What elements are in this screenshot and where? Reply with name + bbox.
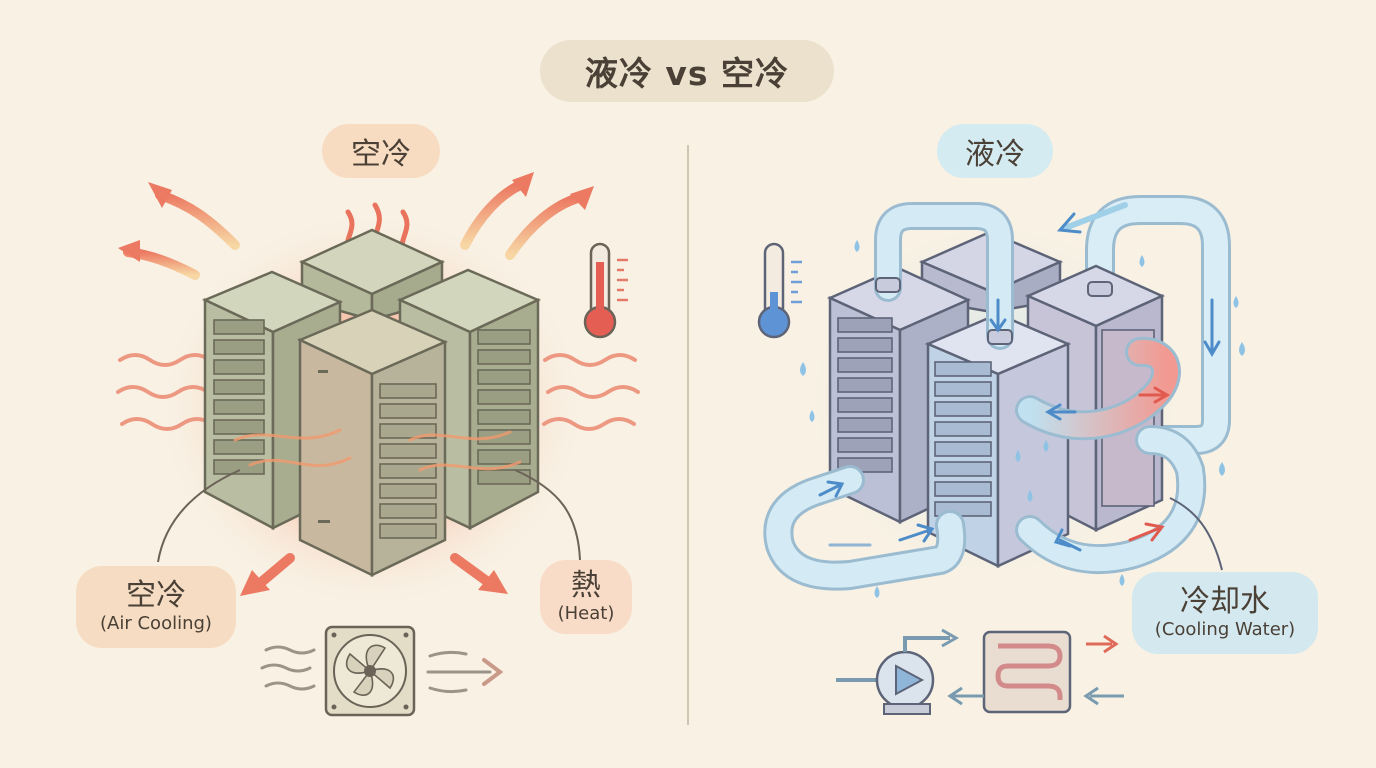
heat-callout: 熱 (Heat) (540, 560, 632, 634)
pipe-connectors (875, 277, 1113, 345)
pump-icon (836, 628, 960, 715)
heat-callout-sub: (Heat) (557, 603, 615, 624)
cooling-water-callout: 冷却水 (Cooling Water) (1132, 572, 1318, 654)
heat-streaks (233, 428, 522, 472)
fan-icon (260, 625, 504, 717)
top-pipes (874, 202, 1014, 350)
water-callout-sub: (Cooling Water) (1154, 619, 1296, 640)
air-rack-back (298, 228, 446, 322)
page-title: 液冷 vs 空冷 (540, 40, 834, 102)
air-cooling-header: 空冷 (322, 124, 440, 178)
warm-pipe (1015, 337, 1181, 441)
water-drop-icon (800, 240, 1245, 598)
air-callout-sub: (Air Cooling) (100, 613, 212, 634)
air-callout-main: 空冷 (126, 578, 186, 613)
outflow-arrows (240, 553, 508, 596)
back-loop-pipe (1085, 195, 1231, 455)
air-rack-front (296, 308, 449, 577)
heat-leader-line (514, 469, 581, 561)
liquid-rack-front (924, 312, 1072, 568)
water-callout-main: 冷却水 (1180, 584, 1270, 619)
heat-waves-left (116, 353, 214, 431)
bottom-pipes (763, 425, 1207, 591)
heat-callout-main: 熱 (571, 568, 601, 603)
water-leader-line (1169, 497, 1223, 571)
thermometer-hot-icon (583, 242, 628, 339)
thermometer-cold-icon (757, 242, 802, 339)
air-leader-line (157, 469, 241, 563)
rising-heat-arrows (118, 172, 594, 280)
flow-arrows (818, 202, 1221, 552)
liquid-cooling-header: 液冷 (937, 124, 1053, 178)
heat-waves-right (542, 353, 640, 431)
heat-exchanger-icon (947, 630, 1124, 714)
air-cooling-callout: 空冷 (Air Cooling) (76, 566, 236, 648)
